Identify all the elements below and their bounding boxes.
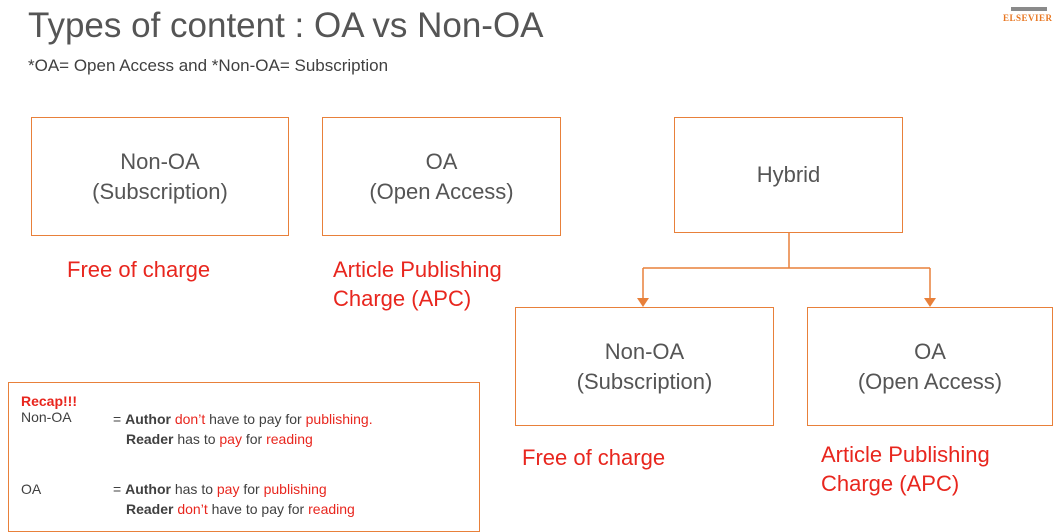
oa-caption: Article Publishing Charge (APC) [333,256,502,313]
recap-header: Recap!!! [21,393,78,409]
nonoa-box-line2: (Subscription) [92,178,228,204]
recap-oa-line1: = Author has to pay for publishing [113,481,327,497]
oa-caption-line2: Charge (APC) [333,285,472,311]
page-subtitle: *OA= Open Access and *Non-OA= Subscripti… [28,56,389,75]
recap-nonoa-line1: = Author don’t have to pay for publishin… [113,411,373,427]
hybrid-oa-line1: OA [914,338,946,364]
oa-box-line1: OA [425,148,458,174]
hybrid-oa-caption-line1: Article Publishing [821,442,990,467]
recap-panel: Recap!!! Non-OA = Author don’t have to p… [8,382,480,532]
nonoa-box: Non-OA (Subscription) [31,117,289,236]
oa-caption-line1: Article Publishing [333,257,502,282]
logo-tree-icon [1011,7,1047,11]
hybrid-oa-line2: (Open Access) [857,368,1003,394]
recap-nonoa-label: Non-OA [21,409,72,425]
recap-oa-label: OA [21,481,42,497]
hybrid-nonoa-box: Non-OA (Subscription) [515,307,774,426]
right-arrowhead-icon [924,298,936,307]
hybrid-nonoa-line1: Non-OA [604,338,685,364]
hybrid-oa-box: OA (Open Access) [807,307,1053,426]
oa-box: OA (Open Access) [322,117,561,236]
left-arrowhead-icon [637,298,649,307]
elsevier-logo: ELSEVIER [1003,5,1055,27]
hybrid-nonoa-line2: (Subscription) [576,368,713,394]
oa-box-line2: (Open Access) [369,178,514,204]
page-title: Types of content : OA vs Non-OA [28,6,544,45]
hybrid-oa-caption: Article Publishing Charge (APC) [821,441,990,498]
hybrid-label: Hybrid [756,162,821,188]
nonoa-box-line1: Non-OA [120,148,200,174]
recap-nonoa-line2: Reader has to pay for reading [126,431,313,447]
hybrid-oa-caption-line2: Charge (APC) [821,470,960,496]
logo-text: ELSEVIER [1003,13,1053,23]
hybrid-box: Hybrid [674,117,903,233]
hybrid-nonoa-caption: Free of charge [522,445,666,470]
recap-oa-line2: Reader don’t have to pay for reading [126,501,355,517]
nonoa-caption: Free of charge [67,257,211,282]
